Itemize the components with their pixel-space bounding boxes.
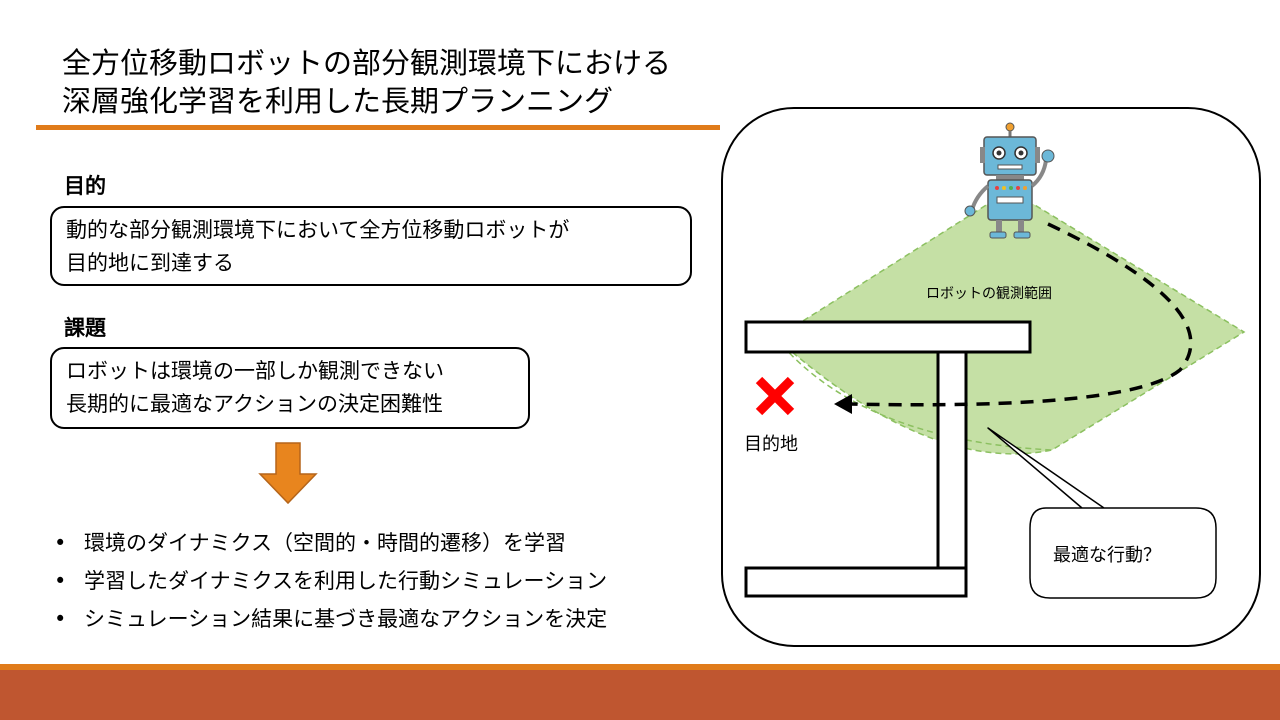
list-item: •環境のダイナミクス（空間的・時間的遷移）を学習 bbox=[50, 524, 607, 562]
goal-x-icon bbox=[755, 376, 795, 416]
bullet-icon: • bbox=[54, 569, 67, 593]
title-line-1: 全方位移動ロボットの部分観測環境下における bbox=[62, 46, 672, 80]
purpose-line-1: 動的な部分観測環境下において全方位移動ロボットが bbox=[66, 218, 570, 242]
issue-line-1: ロボットは環境の一部しか観測できない bbox=[66, 359, 444, 383]
list-item: •シミュレーション結果に基づき最適なアクションを決定 bbox=[50, 600, 607, 638]
observation-label: ロボットの観測範囲 bbox=[926, 285, 1052, 302]
bullet-icon: • bbox=[54, 531, 67, 555]
down-arrow-icon bbox=[258, 442, 318, 505]
wall-bottom bbox=[744, 566, 968, 598]
issue-heading: 課題 bbox=[64, 316, 106, 340]
path-arrowhead-icon bbox=[834, 394, 852, 414]
issue-box: ロボットは環境の一部しか観測できない 長期的に最適なアクションの決定困難性 bbox=[50, 347, 530, 429]
footer-band bbox=[0, 670, 1280, 720]
goal-label: 目的地 bbox=[744, 434, 798, 455]
purpose-box: 動的な部分観測環境下において全方位移動ロボットが 目的地に到達する bbox=[50, 206, 692, 286]
approach-list: •環境のダイナミクス（空間的・時間的遷移）を学習 •学習したダイナミクスを利用し… bbox=[50, 524, 607, 638]
title-underline bbox=[36, 125, 720, 130]
issue-line-2: 長期的に最適なアクションの決定困難性 bbox=[66, 392, 443, 416]
callout-text: 最適な行動？ bbox=[1053, 545, 1161, 566]
callout-bubble bbox=[987, 427, 1217, 599]
purpose-heading: 目的 bbox=[64, 174, 106, 198]
title-line-2: 深層強化学習を利用した長期プランニング bbox=[62, 84, 614, 118]
slide-title: 全方位移動ロボットの部分観測環境下における 深層強化学習を利用した長期プランニン… bbox=[62, 44, 671, 120]
list-item: •学習したダイナミクスを利用した行動シミュレーション bbox=[50, 562, 607, 600]
purpose-line-2: 目的地に到達する bbox=[66, 251, 234, 275]
observation-arc bbox=[775, 337, 1053, 451]
wall-vertical bbox=[936, 350, 968, 570]
bullet-icon: • bbox=[54, 607, 67, 631]
robot-icon bbox=[964, 122, 1055, 239]
wall-top bbox=[744, 320, 1032, 354]
planned-path bbox=[849, 222, 1193, 407]
footer-accent-line bbox=[0, 664, 1280, 670]
